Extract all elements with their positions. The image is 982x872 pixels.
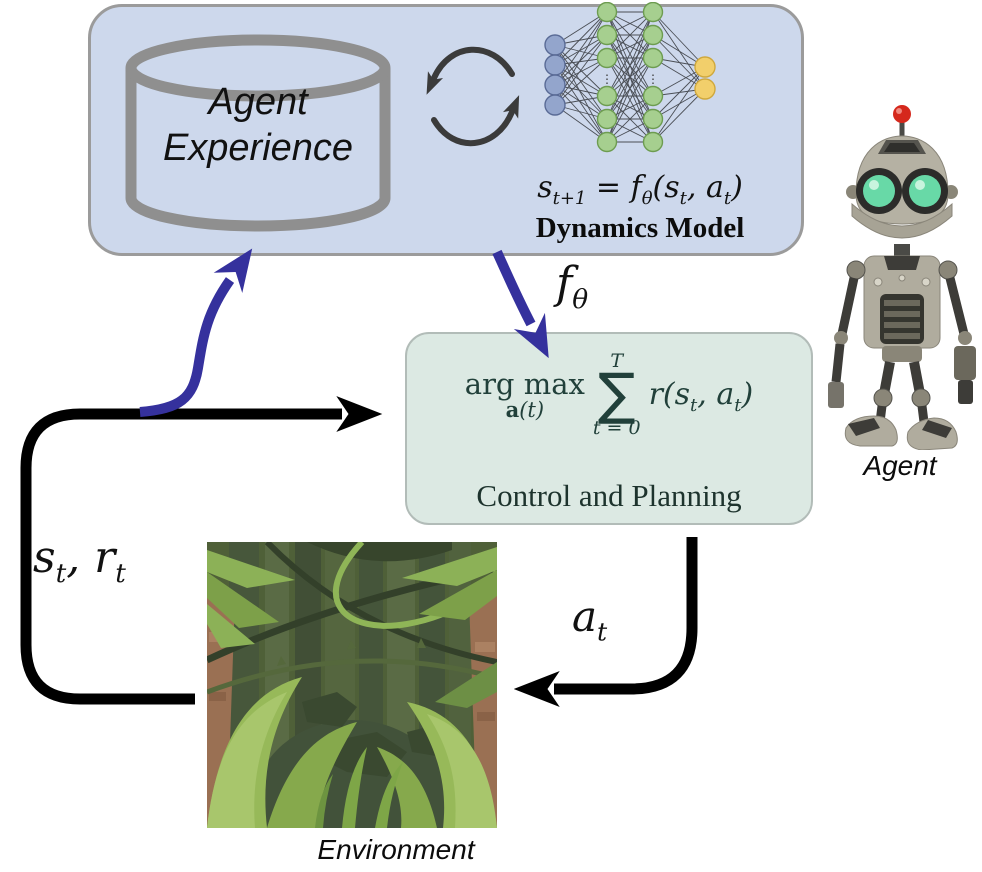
control-planning-caption: Control and Planning [476,478,742,513]
state-reward-label: st, rt [33,532,126,586]
agent-caption: Agent [863,450,937,481]
neural-network-icon: ⋮⋮ [544,2,716,153]
svg-text:⋮: ⋮ [601,72,613,86]
dynamics-formula: st+1 = fθ(st, at) [480,170,800,208]
formula-part: ) [741,377,754,413]
summation: T ∑ t = 0 [593,352,641,438]
experience-label-line1: Agent [208,81,308,123]
formula-part: (s [652,170,680,205]
action-label: at [572,592,607,644]
experience-label: Agent Experience [128,80,388,171]
svg-text:⋮: ⋮ [647,72,659,86]
formula-sub: t [690,395,698,417]
planning-formula: arg max a(t) T ∑ t = 0 r(st, at) [413,352,805,438]
formula-part: ) [731,170,743,205]
reward-term: r(st, at) [648,377,754,415]
experience-label-line2: Experience [162,126,354,169]
argmax-operator: arg max a(t) [464,366,585,422]
formula-sub: t [723,188,732,209]
formula-sub: t [597,617,608,647]
formula-sub: t+1 [552,188,587,209]
dynamics-model-caption: Dynamics Model [535,212,745,244]
experience-arrow [139,248,253,417]
sum-lower-limit: t = 0 [592,416,641,439]
formula-part: , r [66,532,116,583]
formula-part: = f [586,170,642,205]
action-vector: a [505,396,520,422]
formula-part: s [537,170,553,205]
sigma-symbol: ∑ [597,362,636,427]
formula-part: r(s [648,377,691,413]
formula-part: s [33,532,56,583]
action-arg: (t) [519,397,545,422]
argmax-subscript: a(t) [505,396,545,422]
formula-sub: t [115,557,126,589]
argmax-text: arg max [464,366,585,401]
robot-agent-image [828,105,976,450]
formula-sub: θ [641,188,653,209]
database-icon [125,34,391,232]
formula-sub: t [55,557,67,589]
model-arrow [492,249,549,359]
planning-box [405,332,813,525]
environment-caption: Environment [317,834,475,865]
formula-part: a [572,592,598,641]
cycle-arrows-icon [426,46,520,146]
formula-sub: t [734,395,742,417]
environment-image [207,542,497,828]
formula-part: , a [686,170,724,205]
formula-part: , a [697,377,735,413]
model-arrow-label: fθ [556,258,588,312]
formula-sub: θ [572,283,589,315]
sum-upper-limit: T [610,350,624,372]
formula-part: f [556,258,573,309]
formula-sub: t [679,188,687,209]
